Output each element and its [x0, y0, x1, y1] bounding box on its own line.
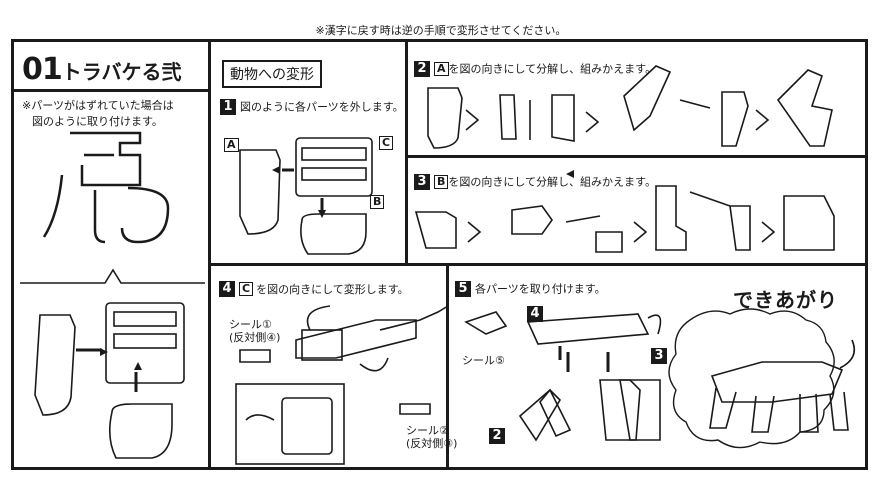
- title-name: トラバケる弐: [61, 60, 182, 84]
- part-label-c: C: [379, 136, 394, 150]
- page-title: 01トラバケる弐: [22, 52, 182, 87]
- step-2-letter: A: [434, 61, 449, 76]
- divider-row: [208, 263, 868, 266]
- step-3-number: 3: [414, 173, 430, 190]
- step-3-text: を図の向きにして分解し、組みかえます。: [448, 175, 656, 189]
- part-label-b: B: [370, 195, 385, 209]
- step-5-parts: [464, 311, 662, 442]
- left-note: ※パーツがはずれていた場合は 図のように取り付けます。: [22, 98, 174, 130]
- section-title: 動物への変形: [230, 67, 314, 83]
- divider-left: [208, 39, 211, 470]
- divider-mid: [405, 39, 408, 265]
- step-3-letter: B: [434, 174, 449, 189]
- step-1-header: 1 図のように各パーツを外します。: [220, 96, 404, 115]
- step-3-parts: [414, 185, 835, 253]
- callout-2: 2: [489, 428, 505, 444]
- sticker-1-note: (反対側④): [229, 331, 281, 344]
- step-2-parts: [427, 65, 833, 149]
- callout-pointer: [20, 268, 205, 284]
- divider-left-title: [11, 89, 208, 92]
- step-2-number: 2: [414, 60, 430, 77]
- sticker-2-note: (反対側③): [406, 437, 458, 450]
- part-label-a: A: [224, 138, 239, 152]
- step-1-parts: [239, 137, 373, 255]
- left-note-line2: 図のように取り付けます。: [32, 115, 163, 128]
- finished-label: できあがり: [733, 288, 838, 312]
- arrows: [100, 166, 574, 370]
- title-number: 01: [22, 52, 63, 87]
- step-4-text: を図の向きにして変形します。: [256, 282, 409, 296]
- divider-lower: [446, 263, 449, 470]
- instruction-frame: [11, 39, 868, 470]
- step-2-text: を図の向きにして分解し、組みかえます。: [448, 62, 657, 76]
- part-assembly-left: [34, 302, 185, 459]
- step-1-number: 1: [220, 98, 236, 115]
- finished-burst: [668, 308, 835, 449]
- step-4-parts: [235, 305, 449, 465]
- step-5-text: 各パーツを取り付けます。: [475, 282, 606, 296]
- section-title-box: 動物への変形: [222, 60, 322, 88]
- sticker-1: シール① (反対側④): [229, 318, 280, 344]
- step-4-number: 4: [219, 280, 235, 297]
- callout-3: 3: [651, 348, 667, 364]
- step-1-text: 図のように各パーツを外します。: [240, 100, 404, 114]
- divider-upper-right: [405, 155, 868, 158]
- kanji-tora-icon: [42, 131, 170, 244]
- sticker-2: シール② (反対側③): [406, 424, 457, 450]
- step-5-number: 5: [455, 280, 471, 297]
- step-4-letter: C: [239, 281, 254, 296]
- sticker-5: シール⑤: [462, 354, 505, 367]
- header-note: ※漢字に戻す時は逆の手順で変形させてください。: [315, 24, 567, 37]
- finished-robot-tiger: [709, 339, 856, 433]
- sticker-2-name: シール②: [406, 424, 449, 437]
- sticker-1-name: シール①: [229, 318, 272, 331]
- step-5-header: 5 各パーツを取り付けます。: [455, 278, 606, 297]
- callout-4: 4: [527, 306, 543, 322]
- left-note-line1: ※パーツがはずれていた場合は: [22, 99, 174, 112]
